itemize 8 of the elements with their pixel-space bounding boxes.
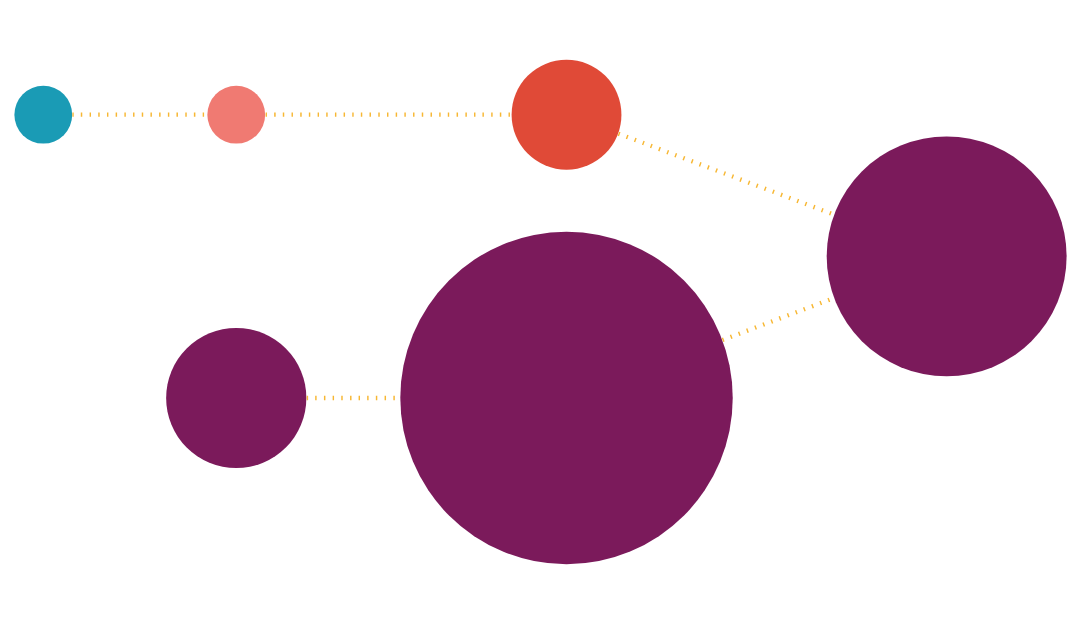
connector	[265, 112, 512, 117]
node-circle	[166, 327, 307, 469]
node-circle	[826, 136, 1067, 377]
node-circle	[511, 59, 622, 170]
node-circle	[400, 231, 733, 565]
node-circle	[14, 85, 73, 144]
node-circle	[207, 85, 266, 144]
connector	[617, 131, 835, 217]
